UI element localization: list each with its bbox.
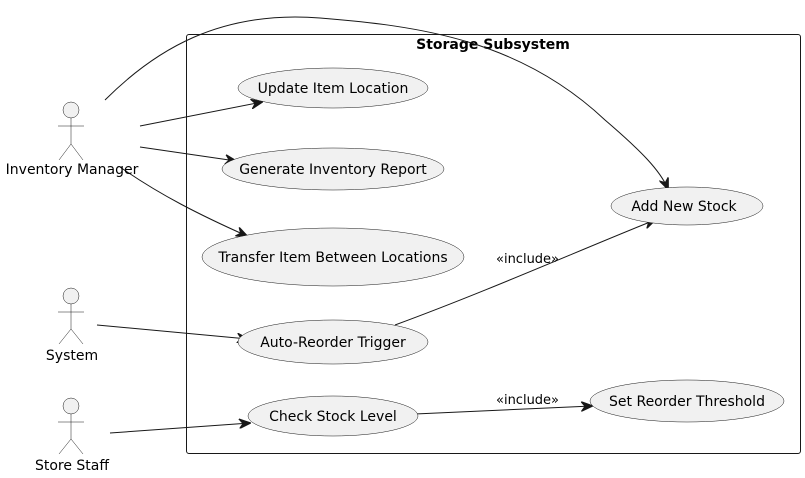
use-case-shape bbox=[610, 186, 764, 226]
edge-check-stock-include-set-threshold bbox=[414, 406, 592, 415]
actor-store-staff[interactable]: Store Staff bbox=[35, 397, 109, 474]
use-case-label: Transfer Item Between Locations bbox=[217, 250, 447, 266]
actor-label: Store Staff bbox=[35, 458, 109, 474]
actor-system[interactable]: System bbox=[46, 287, 98, 364]
use-case-shape bbox=[237, 319, 429, 365]
actor-leg-left bbox=[58, 328, 72, 345]
use-case-set-reorder-threshold[interactable]: Set Reorder Threshold bbox=[589, 379, 785, 423]
actor-leg-left bbox=[58, 143, 72, 161]
actor-inventory-manager[interactable]: Inventory Manager bbox=[6, 101, 139, 178]
use-case-shape bbox=[201, 227, 465, 287]
include-label-add-new-stock: «include» bbox=[496, 252, 559, 267]
use-case-generate-inventory-report[interactable]: Generate Inventory Report bbox=[221, 147, 445, 191]
actor-leg-right bbox=[70, 328, 84, 345]
actor-head bbox=[62, 397, 80, 415]
use-case-add-new-stock[interactable]: Add New Stock bbox=[610, 186, 764, 226]
edge-inventory-manager-transfer-item bbox=[119, 166, 247, 236]
edges bbox=[96, 16, 668, 434]
use-case-update-item-location[interactable]: Update Item Location bbox=[237, 67, 429, 109]
include-label-set-reorder-threshold: «include» bbox=[496, 393, 559, 408]
use-case-label: Auto-Reorder Trigger bbox=[260, 335, 406, 351]
edge-auto-reorder-include-add-new-stock bbox=[394, 220, 655, 326]
actor-leg-right bbox=[70, 143, 84, 161]
actor-label: Inventory Manager bbox=[6, 162, 139, 178]
use-case-label: Generate Inventory Report bbox=[239, 162, 427, 178]
use-case-label: Set Reorder Threshold bbox=[609, 394, 765, 410]
use-case-auto-reorder-trigger[interactable]: Auto-Reorder Trigger bbox=[237, 319, 429, 365]
actor-head bbox=[62, 287, 80, 305]
use-case-shape bbox=[247, 395, 419, 437]
actor-head bbox=[62, 101, 80, 119]
edge-inventory-manager-add-new-stock bbox=[104, 16, 668, 189]
edge-store-staff-check-stock bbox=[109, 423, 250, 434]
edge-system-auto-reorder bbox=[96, 324, 248, 339]
edge-inventory-manager-update-item-location bbox=[139, 102, 262, 127]
actor-label: System bbox=[46, 348, 98, 364]
actor-leg-left bbox=[58, 438, 72, 455]
use-case-label: Add New Stock bbox=[631, 199, 737, 215]
use-case-shape bbox=[237, 67, 429, 109]
use-case-check-stock-level[interactable]: Check Stock Level bbox=[247, 395, 419, 437]
edge-inventory-manager-generate-report bbox=[139, 146, 236, 161]
use-case-label: Update Item Location bbox=[258, 81, 409, 97]
use-case-label: Check Stock Level bbox=[269, 409, 397, 425]
system-title: Storage Subsystem bbox=[416, 37, 570, 53]
use-case-transfer-item-between-locations[interactable]: Transfer Item Between Locations bbox=[201, 227, 465, 287]
use-case-shape bbox=[589, 379, 785, 423]
actor-leg-right bbox=[70, 438, 84, 455]
use-case-shape bbox=[221, 147, 445, 191]
